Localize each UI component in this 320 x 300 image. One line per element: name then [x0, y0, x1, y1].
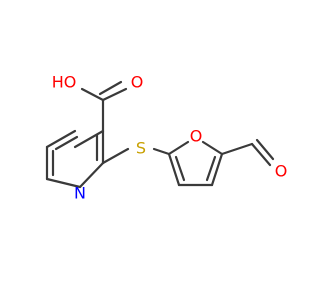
bond-fc4-fc5 — [210, 152, 224, 187]
bond-fc5-cald — [220, 142, 254, 156]
bond-cald-o-double — [255, 138, 275, 161]
bond-c2-s — [101, 147, 130, 165]
bond-double-fc4-fc5-inner — [205, 155, 217, 182]
aldehyde-oxygen-label: O — [275, 162, 288, 181]
bond-fc2-fc3 — [167, 152, 181, 187]
bond-o-fc2 — [167, 140, 190, 156]
bond-fc5-o — [201, 140, 224, 156]
bond-cald-o — [250, 142, 272, 167]
bond-n-c6 — [45, 177, 82, 189]
bond-s-cfuran — [152, 147, 171, 156]
pyridine-nitrogen-label: N — [74, 184, 86, 203]
bond-c5-c4 — [45, 129, 77, 149]
structure-drawing: HO O S O O N — [45, 73, 288, 203]
carbonyl-oxygen-label: O — [131, 73, 144, 92]
bond-ccarboxyl-oh — [80, 87, 105, 102]
hydroxyl-label: HO — [52, 73, 77, 92]
bond-c3-c4 — [73, 129, 105, 149]
bond-double-fc2-fc3-inner — [174, 155, 186, 182]
sulfur-label: S — [136, 139, 146, 158]
bond-ccarboxyl-o — [101, 87, 128, 102]
furan-oxygen-label: O — [190, 127, 203, 146]
bond-ccarboxyl-o-double — [98, 80, 123, 96]
molecule-diagram: HO O S O O N — [45, 73, 288, 203]
bond-double-c4-c5-inner — [54, 135, 79, 151]
bond-c2-n — [78, 161, 105, 189]
